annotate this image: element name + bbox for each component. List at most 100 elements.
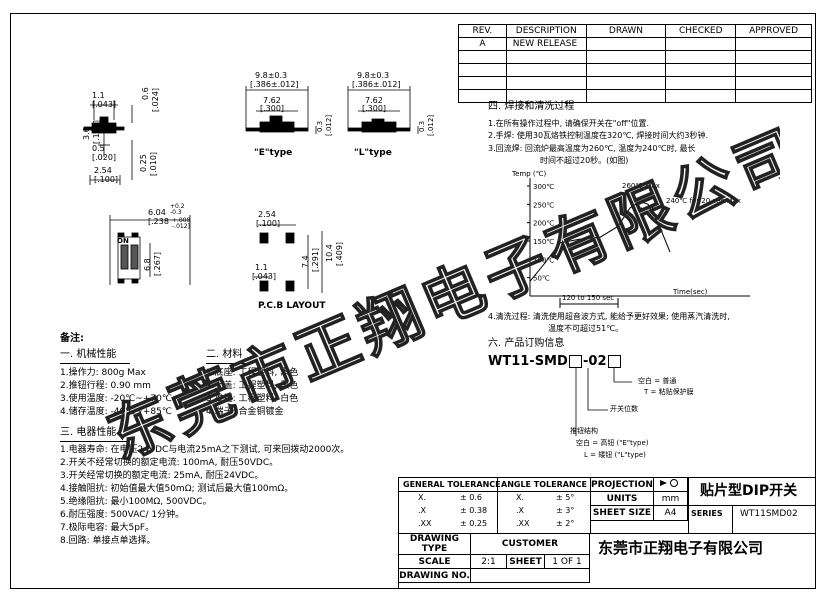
l-dim-9-8-inch: [.386±.012] <box>352 80 401 89</box>
pcb-dim-10-4-inch: [.409] <box>335 241 344 266</box>
mat-item-3: 3.推钮: 工程塑料, 白色 <box>206 394 299 404</box>
mech-underline <box>60 363 130 364</box>
projection-table: PROJECTION UNITS mm SHEET SIZE A4 <box>590 477 689 521</box>
gen-tol-x2-val: ± 0.25 <box>460 519 488 528</box>
series-value: WT11SMD02 <box>740 509 798 519</box>
top-view-drawing <box>109 215 191 285</box>
e-dim-9-8: 9.8±0.3 <box>255 71 288 80</box>
pcb-dim-1-1: 1.1 <box>255 263 268 272</box>
side-view-drawing <box>83 100 133 185</box>
dim-2-54-inch: [.100] <box>94 175 119 184</box>
drawing-no-value <box>470 568 590 583</box>
drawing-frame <box>10 13 816 589</box>
e-dim-0-3-inch: [.012] <box>325 114 333 136</box>
dim-6-8-inch: [.267] <box>153 251 162 276</box>
units-value: mm <box>652 491 689 506</box>
dim-0-6-inch: [.024] <box>151 87 160 112</box>
dim-1-1: 1.1 <box>92 91 105 100</box>
dim-2-54: 2.54 <box>94 166 112 175</box>
cleaning-item-2: 温度不可超过51℃。 <box>548 324 624 333</box>
elec-item-5: 5.绝缘阻抗: 最小100MΩ, 500VDC。 <box>60 497 212 507</box>
positions-box <box>569 355 582 368</box>
projection-symbol <box>652 477 689 492</box>
company-name: 东莞市正翔电子有限公司 <box>598 539 764 557</box>
on-label: ON <box>117 237 129 245</box>
soldering-item-4: 时间不超过20秒。(如图) <box>540 156 629 165</box>
projection-label: PROJECTION <box>590 477 654 492</box>
drawn-cell <box>585 37 667 51</box>
chart-y-tick-label: 150℃ <box>533 238 554 246</box>
ang-tol-x1-val: ± 3° <box>556 506 575 515</box>
packaging-option-2: T = 粘贴保护膜 <box>644 388 694 396</box>
scale-value: 2:1 <box>470 554 507 569</box>
l-dim-0-3-inch: [.012] <box>427 114 435 136</box>
gen-tol-x1-val: ± 0.38 <box>460 506 488 515</box>
drawing-no-label: DRAWING NO. <box>398 568 471 583</box>
pcb-layout-drawing <box>254 224 323 293</box>
soldering-item-3: 3.回流焊: 回流炉最高温度为260℃, 温度为240℃时, 最长 <box>488 144 696 153</box>
drawing-type-label: DRAWING TYPE <box>398 533 471 555</box>
chart-xlabel: Time(sec) <box>673 288 708 296</box>
pcb-layout-label: P.C.B LAYOUT <box>258 301 326 311</box>
customer-label: CUSTOMER <box>470 533 590 555</box>
gen-tol-x2: .XX <box>418 519 432 528</box>
soldering-title: 四. 焊接和清洗过程 <box>488 101 575 112</box>
e-dim-0-3: 0.3 <box>316 120 324 132</box>
l-dim-0-3: 0.3 <box>418 120 426 132</box>
pcb-dim-1-1-inch: [.043] <box>252 272 277 281</box>
elec-item-4: 4.接触阻抗: 初始值最大值50mΩ; 测试后最大值100mΩ。 <box>60 484 294 494</box>
l-dim-9-8: 9.8±0.3 <box>357 71 390 80</box>
notes-title: 备注: <box>60 333 84 344</box>
mech-item-2: 2.推钮行程: 0.90 mm <box>60 381 151 391</box>
scale-label: SCALE <box>398 554 471 569</box>
actuator-option-1: 空白 = 高钮 ("E"type) <box>576 439 649 447</box>
chart-annotation-peak: 260℃ Max <box>622 182 660 190</box>
dim-0-25-inch: [.010] <box>149 151 158 176</box>
dim-1-1-inch: [.043] <box>92 100 117 109</box>
elec-item-8: 8.回路: 单接点单选择。 <box>60 536 156 546</box>
dim-6-04: 6.04 <box>148 208 166 217</box>
l-dim-7-62: 7.62 <box>365 96 383 105</box>
mech-title: 一. 机械性能 <box>60 349 117 360</box>
soldering-item-2: 2.手焊: 使用30瓦烙铁控制温度在320℃, 焊接时间大约3秒钟. <box>488 131 709 140</box>
ang-tol-x: X. <box>516 493 525 502</box>
gen-tol-x: X. <box>418 493 427 502</box>
l-type-drawing <box>347 86 419 134</box>
mat-item-4: 4.端子: 合金铜镀金 <box>206 407 284 417</box>
ang-tol-x2: .XX <box>516 519 530 528</box>
ang-tol-x1: .X <box>516 506 525 515</box>
packaging-box <box>608 355 621 368</box>
gen-tol-x1: .X <box>418 506 427 515</box>
e-type-label: "E"type <box>254 148 293 158</box>
soldering-item-1: 1.在所有操作过程中, 请确保开关在"off"位置. <box>488 119 650 128</box>
series-label: SERIES <box>691 509 723 518</box>
dim-0-5-inch: [.020] <box>92 153 117 162</box>
dim-3-6: 3.6 <box>82 127 91 140</box>
e-dim-7-62: 7.62 <box>263 96 281 105</box>
chart-annotation-time: 120 to 150 sec <box>562 294 615 302</box>
sheet-size-label: SHEET SIZE <box>590 505 654 521</box>
product-title: 贴片型DIP开关 <box>700 483 798 499</box>
dim-6-04-inch: [.238 <box>148 217 169 226</box>
pcb-dim-7-4-inch: [.291] <box>311 247 320 272</box>
ang-tol-x2-val: ± 2° <box>556 519 575 528</box>
sheet-label: SHEET <box>506 554 545 569</box>
approved-header: APPROVED <box>735 24 812 38</box>
ang-tol-x-val: ± 5° <box>556 493 575 502</box>
elec-title: 三. 电器性能 <box>60 427 117 438</box>
packaging-option-1: 空白 = 普通 <box>638 377 677 385</box>
ordering-code: WT11-SMD <box>488 354 568 369</box>
pcb-dim-10-4: 10.4 <box>325 244 334 262</box>
chart-y-tick-label: 250℃ <box>533 201 554 209</box>
units-label: UNITS <box>590 491 654 506</box>
elec-item-6: 6.耐压强度: 500VAC/ 1分钟。 <box>60 510 185 520</box>
rev-cell: A <box>458 37 507 51</box>
rev-header: REV. <box>458 24 507 38</box>
sheet-size-value: A4 <box>652 505 689 521</box>
actuator-label: 推钮结构 <box>570 427 598 435</box>
chart-y-tick-label: 100℃ <box>533 256 554 264</box>
mat-item-2: 2.上盖: 工程塑料, 黑色 <box>206 381 299 391</box>
dim-6-04-inch-tol: +.008 -.012] <box>172 217 191 230</box>
e-dim-9-8-inch: [.386±.012] <box>250 80 299 89</box>
